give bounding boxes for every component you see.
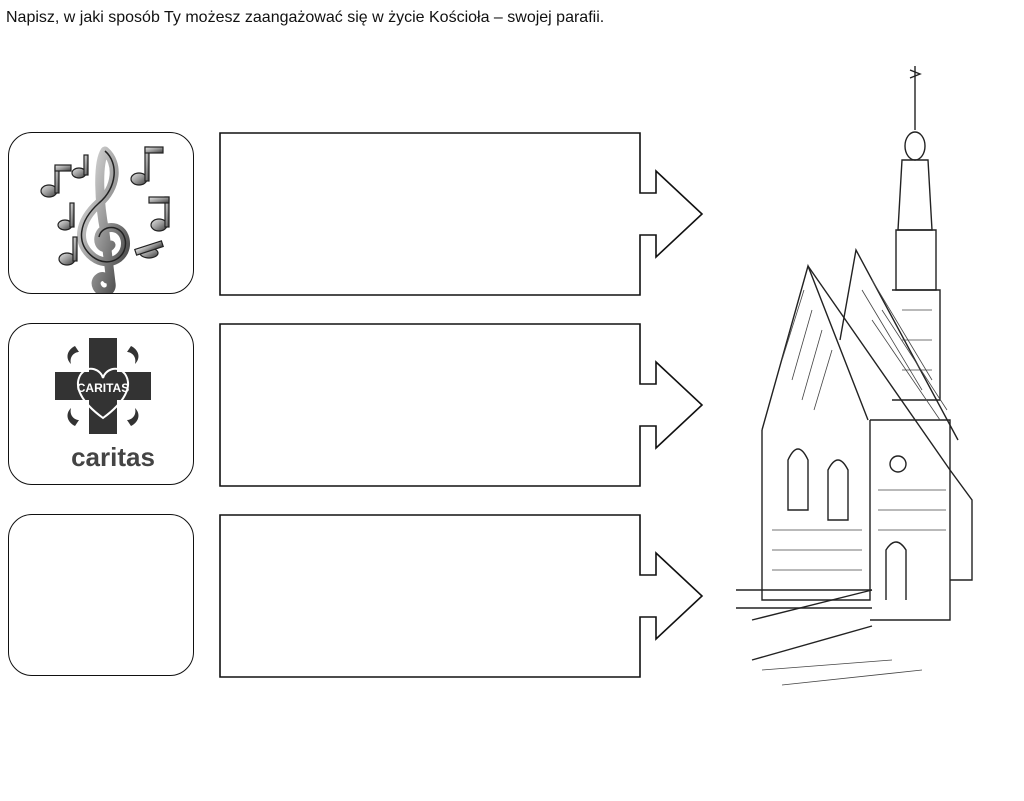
- caritas-logo-text: caritas: [71, 442, 155, 472]
- answer-arrow-box-1[interactable]: [218, 131, 706, 297]
- instruction-text: Napisz, w jaki sposób Ty możesz zaangażo…: [6, 9, 605, 26]
- svg-text:CARITAS: CARITAS: [77, 381, 129, 395]
- caritas-logo: CARITAS: [55, 338, 151, 434]
- answer-arrow-box-2[interactable]: [218, 322, 706, 488]
- caritas-picture-card: CARITAS caritas: [8, 323, 194, 485]
- answer-arrow-box-3[interactable]: [218, 513, 706, 679]
- music-picture-card: [8, 132, 194, 294]
- church-drawing: [736, 66, 973, 686]
- treble-clef-music-notes-icon: [40, 146, 170, 293]
- empty-picture-card[interactable]: [8, 514, 194, 676]
